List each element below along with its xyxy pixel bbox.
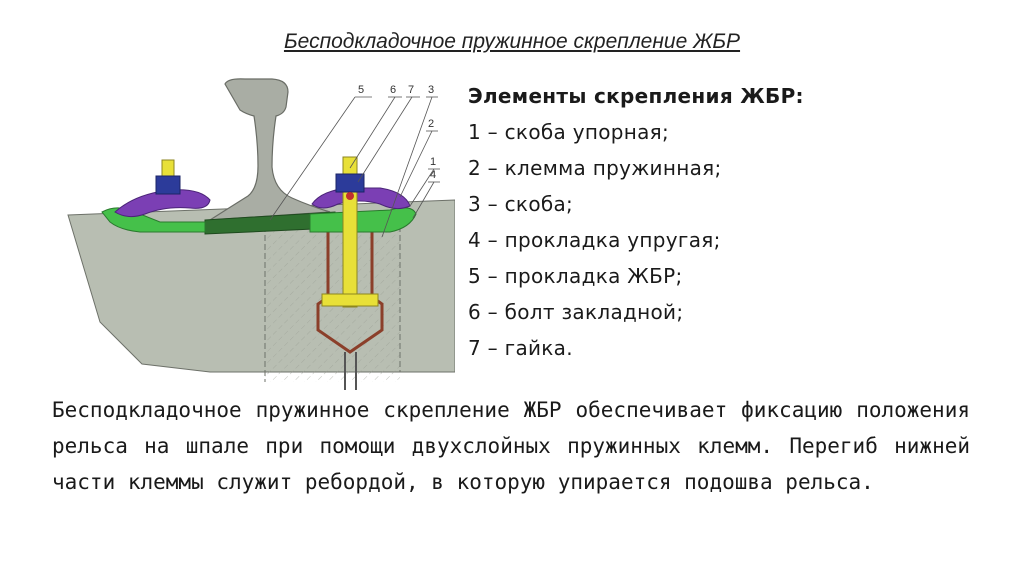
right-nut [335,173,365,193]
legend: Элементы скрепления ЖБР: 1 – скоба упорн… [468,78,988,366]
rail [209,78,331,221]
legend-item-5: 5 – прокладка ЖБР; [468,264,683,288]
leader-lines [269,96,440,238]
left-nut [155,175,181,195]
callout-2: 2 [428,118,434,130]
legend-item-6: 6 – болт закладной; [468,300,684,324]
callout-6: 6 [390,84,396,96]
legend-heading: Элементы скрепления ЖБР: [468,84,804,108]
callout-4: 4 [430,169,436,181]
right-bolt-head [321,293,379,307]
legend-item-4: 4 – прокладка упругая; [468,228,721,252]
legend-item-2: 2 – клемма пружинная; [468,156,722,180]
description-paragraph: Бесподкладочное пружинное скрепление ЖБР… [52,398,970,494]
callout-5: 5 [358,84,364,96]
legend-item-7: 7 – гайка. [468,336,573,360]
legend-item-1: 1 – скоба упорная; [468,120,670,144]
callout-7: 7 [408,84,414,96]
fastening-diagram: 5 6 7 3 2 1 4 [60,72,456,390]
legend-item-3: 3 – скоба; [468,192,574,216]
callout-3: 3 [428,84,434,96]
callout-1: 1 [430,156,436,168]
slide-title: Бесподкладочное пружинное скрепление ЖБР [283,30,741,53]
